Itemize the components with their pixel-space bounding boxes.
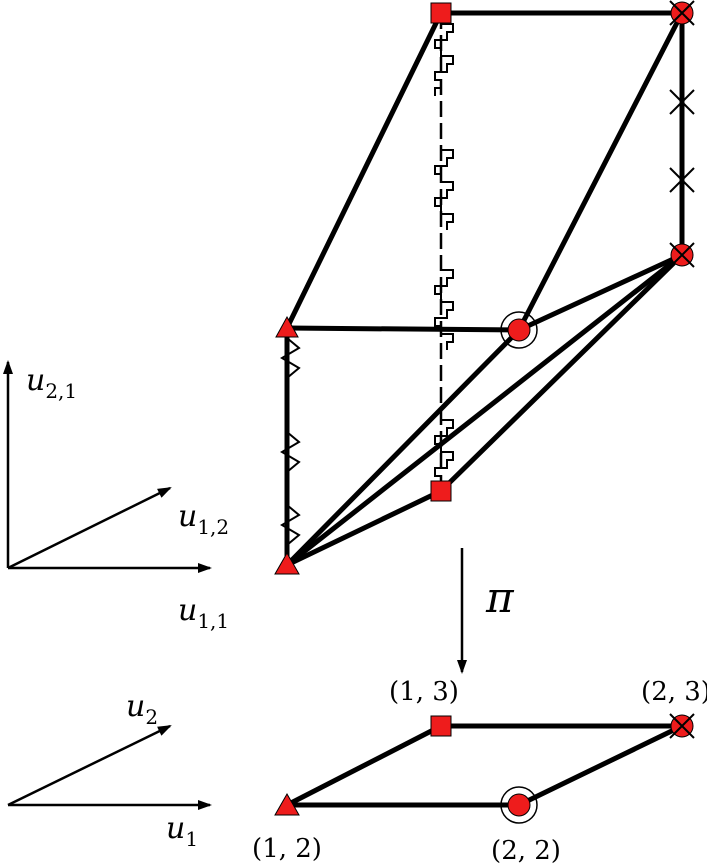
lower-edge-right bbox=[517, 723, 684, 808]
edge-square-to-right bbox=[438, 252, 685, 494]
lower-circled-ring bbox=[500, 786, 538, 824]
axis-u2-arrow bbox=[7, 724, 172, 807]
cross-decorations bbox=[669, 89, 695, 193]
axis-u1-label: u1 bbox=[166, 811, 198, 851]
edge-bottom-to-square bbox=[284, 488, 444, 568]
vertex-label-2-3: (2, 3) bbox=[641, 677, 707, 707]
cross-2 bbox=[669, 167, 695, 193]
upper-axes: u2,1 u1,2 u1,1 bbox=[2, 360, 229, 633]
lower-vertices bbox=[274, 713, 695, 824]
edge-bottom-to-circled bbox=[284, 327, 522, 568]
axis-u12-label: u1,2 bbox=[178, 499, 229, 539]
spring-3 bbox=[434, 269, 454, 350]
zigzag-decorations bbox=[280, 337, 301, 546]
upper-triangle-marker-mid bbox=[275, 315, 299, 338]
spring-decorations bbox=[434, 23, 454, 484]
upper-triangle-marker-bottom bbox=[274, 551, 300, 575]
edge-bottom-to-right bbox=[284, 252, 685, 568]
axis-u2-label: u2 bbox=[126, 689, 158, 729]
projection: π bbox=[457, 548, 515, 674]
upper-complex-edges bbox=[284, 10, 685, 568]
edge-left-slant bbox=[284, 10, 444, 331]
axis-u21-label: u2,1 bbox=[26, 363, 77, 403]
vertex-labels: (1, 3) (2, 3) (1, 2) (2, 2) bbox=[252, 677, 707, 866]
zigzag-3 bbox=[280, 504, 301, 546]
edge-top-right-to-circled bbox=[516, 10, 685, 333]
upper-circled-ring bbox=[500, 311, 538, 349]
lower-axes: u2 u1 bbox=[7, 689, 212, 851]
upper-square-marker-top bbox=[430, 2, 452, 24]
upper-cross-overlay-top bbox=[669, 0, 695, 26]
upper-circle-marker-circled bbox=[507, 318, 531, 342]
lower-square-marker bbox=[430, 715, 452, 737]
upper-square-marker-bottom bbox=[430, 480, 452, 502]
edge-circled-to-right bbox=[516, 252, 685, 333]
vertex-label-2-2: (2, 2) bbox=[491, 836, 561, 866]
lower-cross-overlay bbox=[669, 713, 695, 739]
vertex-label-1-2: (1, 2) bbox=[252, 834, 322, 864]
lower-complex-edges bbox=[285, 723, 684, 808]
zigzag-2 bbox=[280, 431, 301, 473]
spring-1 bbox=[434, 23, 454, 96]
axis-u12-arrow bbox=[7, 486, 172, 570]
upper-cross-overlay-right bbox=[669, 242, 695, 268]
axis-u11-label: u1,1 bbox=[178, 593, 229, 633]
vertex-label-1-3: (1, 3) bbox=[389, 677, 459, 707]
zigzag-1 bbox=[280, 337, 301, 379]
spring-4 bbox=[434, 419, 454, 484]
upper-vertices bbox=[274, 0, 695, 575]
cross-1 bbox=[669, 89, 695, 115]
spring-2 bbox=[434, 149, 454, 230]
lower-triangle-marker bbox=[274, 792, 300, 816]
projection-symbol: π bbox=[485, 573, 515, 622]
edge-mid-horizontal bbox=[284, 325, 522, 333]
lower-circle-marker-circled bbox=[507, 793, 531, 817]
lower-edge-left bbox=[285, 723, 443, 808]
